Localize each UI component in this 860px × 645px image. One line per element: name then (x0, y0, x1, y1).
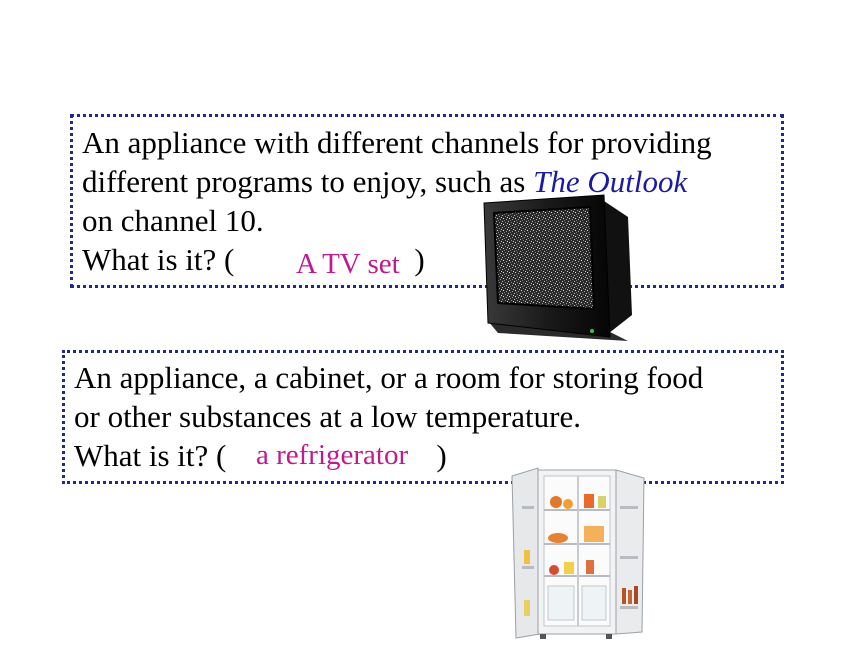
q1-answer: A TV set (296, 248, 400, 280)
q1-line-3: on channel 10. (82, 203, 264, 238)
q2-question-suffix: ) (436, 438, 447, 473)
q1-line-2: different programs to enjoy, such as The… (82, 162, 712, 201)
q1-line-4: What is it? () (82, 240, 712, 279)
q2-answer: a refrigerator (256, 439, 409, 471)
question-1-text: An appliance with different channels for… (82, 123, 712, 279)
q1-question-prefix: What is it? ( (82, 242, 235, 277)
question-1-box (70, 114, 784, 288)
refrigerator-image (511, 467, 645, 639)
q1-line-1: An appliance with different channels for… (82, 125, 712, 160)
tv-set-image (483, 194, 632, 341)
q1-newspaper-name: The Outlook (533, 164, 688, 199)
q1-line-2-prefix: different programs to enjoy, such as (82, 164, 534, 199)
q2-line-1: An appliance, a cabinet, or a room for s… (74, 360, 704, 395)
q1-question-suffix: ) (414, 242, 425, 277)
q2-line-2: or other substances at a low temperature… (74, 399, 582, 434)
q2-line-3: What is it? () (74, 436, 703, 475)
q2-question-prefix: What is it? ( (74, 438, 227, 473)
question-2-box (62, 350, 784, 484)
question-2-text: An appliance, a cabinet, or a room for s… (74, 358, 703, 475)
